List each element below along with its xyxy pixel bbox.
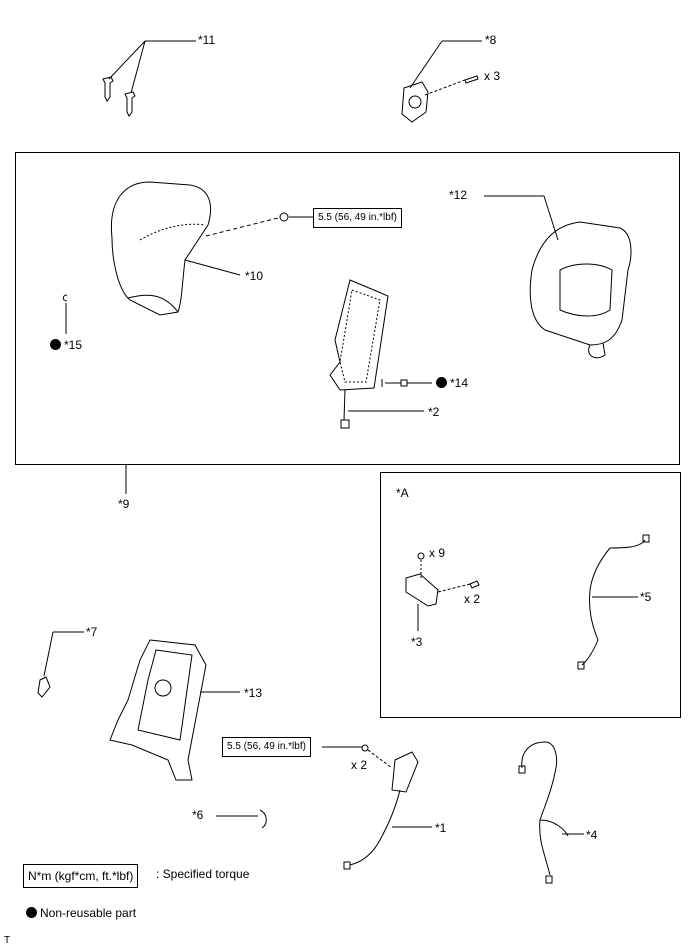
- clip-part-15: [62, 294, 68, 334]
- callout-1: *1: [435, 821, 447, 835]
- part-3-with-screws: [405, 552, 480, 631]
- callout-11: *11: [198, 33, 216, 47]
- callout-2: *2: [428, 405, 440, 419]
- quantity-x2-a: x 2: [464, 592, 481, 606]
- cover-part-10: [110, 181, 313, 316]
- harness-part-5: [577, 534, 650, 670]
- callout-12: *12: [449, 188, 468, 202]
- non-reusable-dot-icon: [50, 339, 61, 350]
- mat-part-2: [329, 279, 432, 429]
- bracket-part-7: [37, 631, 84, 698]
- legend-non-reusable: Non-reusable part: [26, 906, 136, 920]
- quantity-x2-b: x 2: [351, 758, 368, 772]
- pad-part-12: [484, 195, 632, 359]
- headrest-group-frame: [15, 152, 680, 465]
- callout-8: *8: [485, 33, 497, 47]
- legend-torque-unit: N*m (kgf*cm, ft.*lbf): [23, 864, 139, 888]
- callout-3: *3: [411, 635, 423, 649]
- variant-a-label: *A: [396, 486, 409, 500]
- corner-mark: T: [4, 935, 11, 946]
- torque-spec-upper: 5.5 (56, 49 in.*lbf): [313, 208, 402, 228]
- non-reusable-dot-icon: [26, 907, 37, 918]
- harness-part-1: [322, 744, 432, 870]
- pin-part-11: [102, 40, 196, 117]
- harness-part-4: [518, 741, 584, 884]
- callout-15: *15: [50, 338, 82, 352]
- callout-13: *13: [244, 686, 263, 700]
- callout-5: *5: [640, 590, 652, 604]
- quantity-x3: x 3: [484, 69, 501, 83]
- callout-6: *6: [192, 808, 204, 822]
- clip-part-6: [216, 809, 267, 829]
- callout-9: *9: [118, 497, 130, 511]
- frame-part-13: [109, 639, 240, 781]
- bracket-part-8: [401, 40, 482, 123]
- torque-spec-lower: 5.5 (56, 49 in.*lbf): [222, 737, 311, 757]
- quantity-x9: x 9: [429, 546, 446, 560]
- callout-4: *4: [586, 828, 598, 842]
- callout-7: *7: [86, 625, 98, 639]
- non-reusable-dot-icon: [436, 377, 447, 388]
- callout-10: *10: [245, 269, 264, 283]
- legend-torque-text: : Specified torque: [156, 867, 250, 881]
- callout-14: *14: [436, 376, 468, 390]
- variant-a-frame: [380, 472, 681, 718]
